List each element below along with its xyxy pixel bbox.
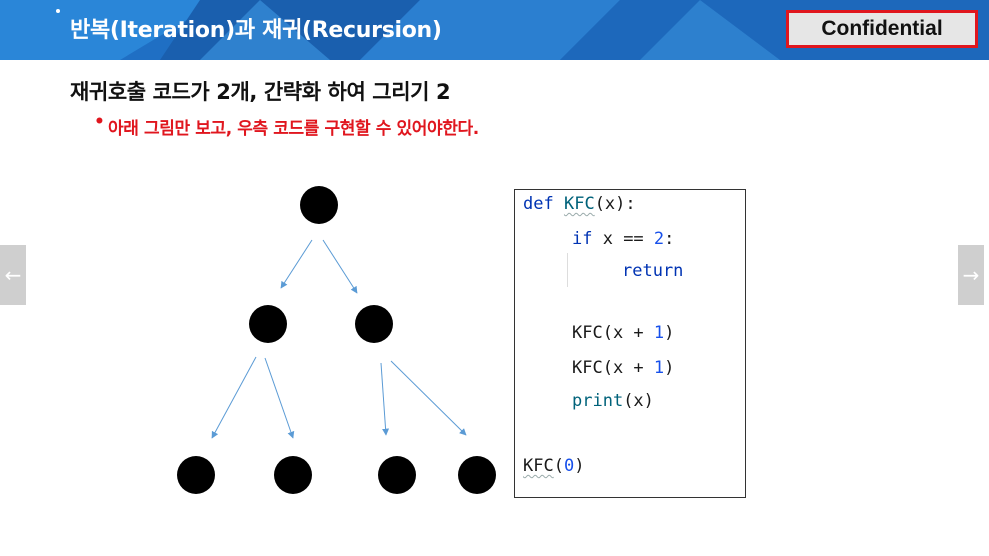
header-title: 반복(Iteration)과 재귀(Recursion) [70, 18, 442, 43]
tree-arrow [211, 356, 257, 439]
indent-guide [567, 253, 568, 287]
code-line-def: def KFC(x): [523, 194, 636, 214]
tree-node-level2-1 [177, 456, 215, 494]
code-line-print: print(x) [572, 391, 654, 411]
tree-node-level2-3 [378, 456, 416, 494]
tree-node-level1-right [355, 305, 393, 343]
code-block: def KFC(x): if x == 2: return KFC(x + 1)… [514, 189, 746, 498]
tree-node-level1-left [249, 305, 287, 343]
confidential-badge: Confidential [786, 10, 978, 48]
slide-title: 재귀호출 코드가 2개, 간략화 하여 그리기 2 [70, 80, 451, 104]
code-line-if: if x == 2: [572, 229, 675, 249]
code-line-return: return [622, 261, 684, 281]
tree-node-root [300, 186, 338, 224]
tree-arrow [380, 362, 390, 436]
slide-subtitle: 아래 그림만 보고, 우측 코드를 구현할 수 있어야한다. [108, 119, 479, 139]
tree-arrow [322, 239, 358, 294]
prev-slide-button[interactable]: ← [0, 245, 26, 305]
tree-node-level2-2 [274, 456, 312, 494]
bullet-marker: • [94, 112, 105, 132]
code-line-entry-call: KFC(0) [523, 456, 585, 476]
code-line-call-1: KFC(x + 1) [572, 323, 675, 343]
tree-arrow [264, 357, 295, 439]
code-line-call-2: KFC(x + 1) [572, 358, 675, 378]
slide-header: 반복(Iteration)과 재귀(Recursion) Confidentia… [0, 0, 989, 60]
next-slide-button[interactable]: → [958, 245, 984, 305]
header-dot [56, 9, 60, 13]
tree-arrow [280, 239, 313, 289]
tree-node-level2-4 [458, 456, 496, 494]
tree-arrow [390, 360, 467, 436]
